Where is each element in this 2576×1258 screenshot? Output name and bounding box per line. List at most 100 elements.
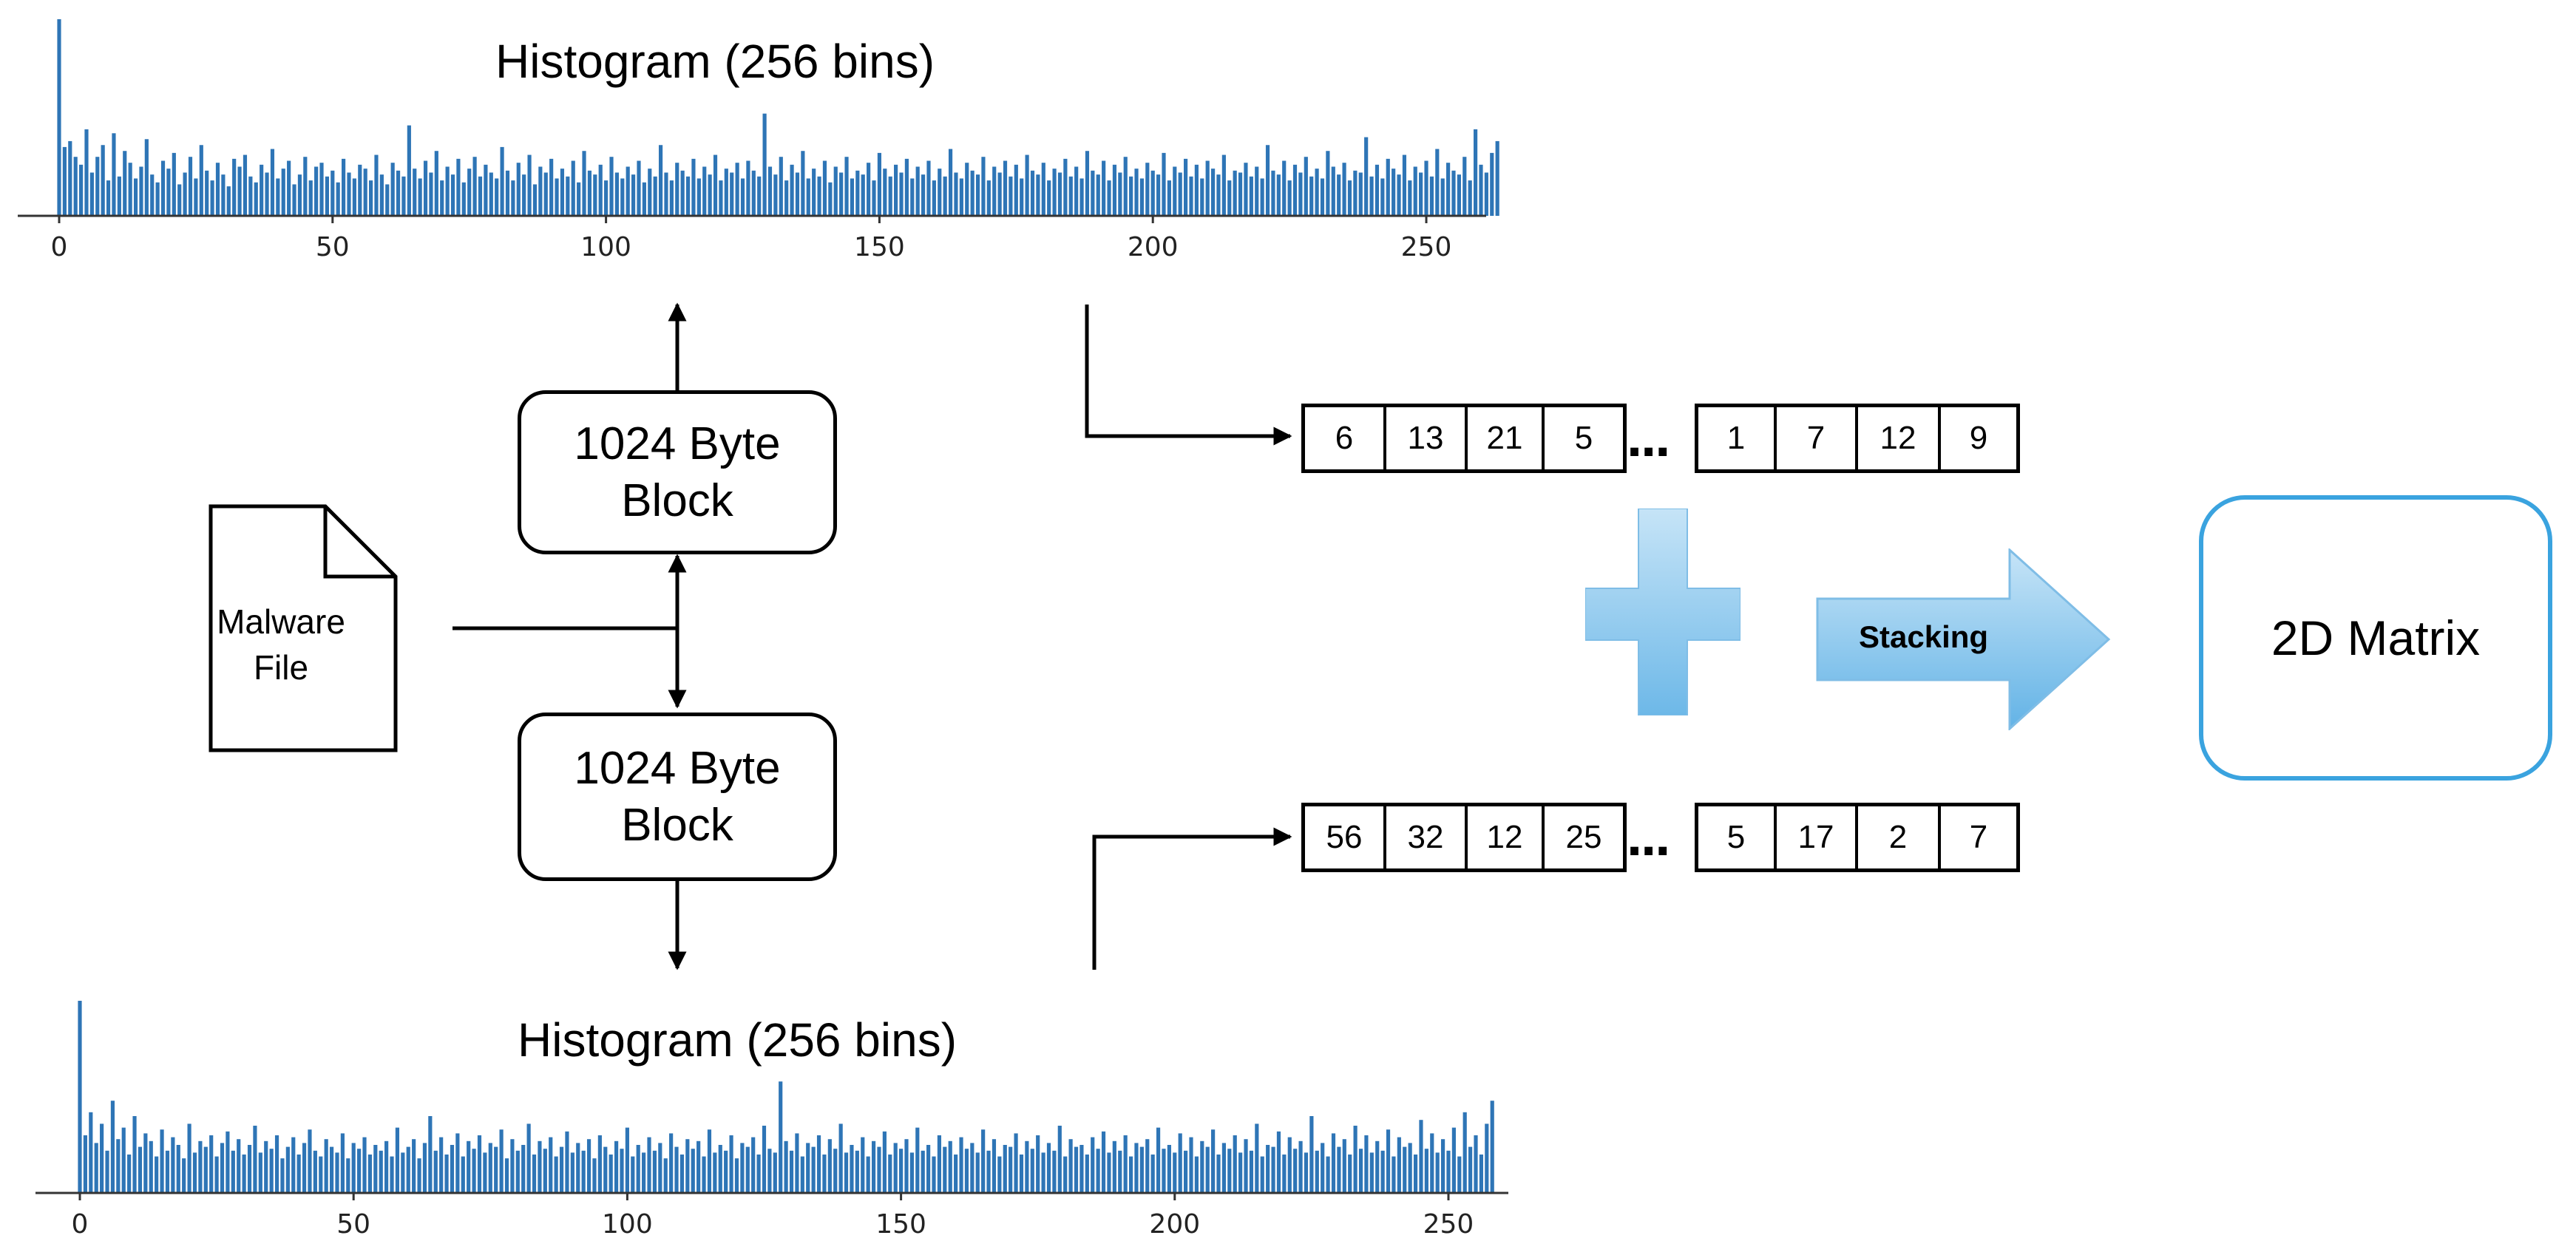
histogram-bottom-bar (915, 1127, 920, 1193)
histogram-bottom-bar (132, 1116, 137, 1193)
histogram-top-bar (292, 184, 296, 216)
histogram-bottom-bar (1167, 1145, 1171, 1193)
vector-top-cell: 21 (1468, 407, 1545, 469)
histogram-top-bar (762, 113, 767, 216)
histogram-bottom-bar (1403, 1146, 1407, 1193)
histogram-top-bar (1156, 174, 1161, 216)
histogram-top-bar (691, 158, 696, 216)
histogram-bottom-bar (850, 1145, 854, 1193)
histogram-bottom-bar (483, 1152, 487, 1193)
histogram-top-bar (1440, 178, 1445, 216)
histogram-top-bar (1380, 178, 1385, 216)
histogram-top-bar (1221, 154, 1226, 216)
histogram-bottom-bar (549, 1137, 553, 1193)
histogram-top-bar (751, 170, 756, 216)
histogram-bottom-bar (1266, 1145, 1270, 1193)
histogram-top-bar (571, 160, 575, 216)
histogram-top-bar (505, 170, 510, 216)
histogram-top-bar (1446, 163, 1451, 216)
histogram-bottom-bar (1358, 1149, 1363, 1193)
histogram-bottom-bar (1353, 1126, 1358, 1193)
histogram-bottom-bar (1156, 1127, 1161, 1193)
histogram-top-bar (1473, 129, 1478, 216)
histogram-bottom-bar (1139, 1146, 1144, 1193)
histogram-top-bar (609, 157, 614, 216)
histogram-bottom-bar (1189, 1137, 1193, 1193)
histogram-top-bar (1386, 158, 1390, 216)
histogram-bottom-bar (1315, 1150, 1319, 1193)
histogram-bottom-bar (280, 1158, 285, 1193)
histogram-top-bar (368, 180, 373, 216)
histogram-bottom-bar (138, 1146, 143, 1193)
histogram-bottom-bar (1014, 1133, 1018, 1193)
histogram-bottom-bar (242, 1155, 246, 1193)
histogram-top-bar (877, 152, 882, 216)
histogram-top-bar (314, 166, 319, 216)
histogram-top-bar (281, 169, 285, 216)
histogram-bottom-bar (1238, 1152, 1243, 1193)
histogram-bottom-bar (838, 1123, 843, 1193)
histogram-bottom-bar (1271, 1146, 1275, 1193)
histogram-top-bar (1079, 178, 1084, 216)
histogram-top-bar (1326, 151, 1330, 216)
histogram-top-bar (812, 169, 816, 216)
histogram-top-bar (1085, 151, 1090, 216)
histogram-bottom-bar (1221, 1143, 1227, 1193)
histogram-top-bar (1435, 149, 1440, 216)
histogram-bottom-bar (1211, 1129, 1216, 1193)
histogram-top-bar (1276, 174, 1281, 216)
histogram-bottom-bar (1079, 1145, 1084, 1193)
histogram-bottom-bar (1380, 1150, 1385, 1193)
histogram-bottom-bar (351, 1143, 356, 1193)
histogram-top-bar (1468, 180, 1472, 216)
histogram-top-bar (423, 160, 428, 216)
histogram-bottom-bar (1446, 1150, 1451, 1193)
histogram-bottom-bar (231, 1150, 235, 1193)
histogram-top-bar (205, 170, 209, 216)
histogram-bottom-bar (729, 1135, 733, 1193)
histogram-top-bar (1358, 172, 1363, 216)
malware-file-icon (209, 504, 398, 752)
histogram-top-bar (1413, 166, 1417, 216)
histogram-top-bar (62, 146, 67, 216)
histogram-bottom-bar (319, 1156, 323, 1193)
histogram-bottom-bar (504, 1158, 509, 1193)
histogram-top-bar (587, 170, 592, 216)
histogram-bottom-bar (121, 1127, 126, 1193)
histogram-bottom-bar (559, 1146, 564, 1193)
histogram-bottom-bar (155, 1156, 159, 1193)
histogram-top-bar (527, 154, 532, 216)
histogram-top-bar (484, 164, 488, 216)
histogram-top-bar (719, 180, 723, 216)
histogram-top-bar (1271, 170, 1275, 216)
histogram-bottom-bar (1036, 1135, 1040, 1193)
histogram-bottom-bar (78, 1001, 82, 1193)
histogram-top-bar (1184, 158, 1188, 216)
histogram-top-bar (773, 174, 778, 216)
histogram-top-bar (790, 164, 794, 216)
histogram-top-bar (210, 180, 214, 216)
histogram-bottom-bar (439, 1137, 444, 1193)
histogram-bottom-bar (1440, 1139, 1445, 1193)
histogram-bottom-bar (1134, 1143, 1139, 1193)
histogram-top-bar (938, 169, 942, 216)
histogram-top-bar (1118, 172, 1122, 216)
histogram-bottom-bar (767, 1149, 772, 1193)
histogram-bottom-bar (800, 1156, 804, 1193)
histogram-bottom-bar (718, 1145, 722, 1193)
histogram-bottom-bar (795, 1133, 799, 1193)
histogram-top-bar (1298, 172, 1303, 216)
histogram-top-bar (1189, 176, 1193, 216)
histogram-top-bar (177, 184, 182, 216)
histogram-bottom-bar (603, 1146, 608, 1193)
histogram-top-bar (331, 170, 335, 216)
histogram-bottom-bar (116, 1139, 121, 1193)
histogram-top-bar (1402, 154, 1407, 216)
histogram-bottom-bar (247, 1145, 252, 1193)
histogram-top-bar (385, 184, 390, 216)
histogram-top-bar (724, 169, 728, 216)
histogram-top-bar (194, 178, 198, 216)
histogram-bottom-bar (1200, 1140, 1204, 1193)
